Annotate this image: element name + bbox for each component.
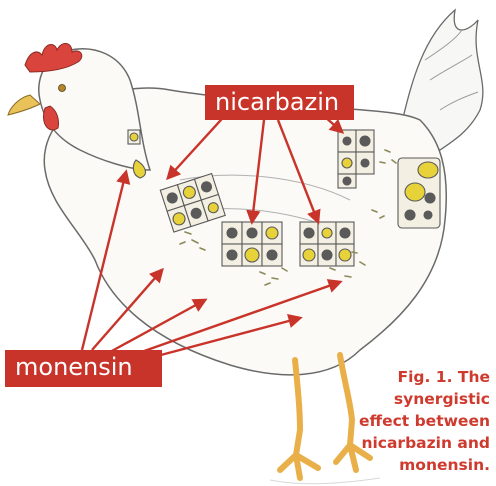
caption-line: effect between: [330, 410, 490, 432]
caption-line: Fig. 1. The: [330, 366, 490, 388]
nicarbazin-label: nicarbazin: [205, 85, 354, 120]
caption-line: nicarbazin and: [330, 432, 490, 454]
monensin-label: monensin: [5, 350, 162, 387]
caption-line: synergistic: [330, 388, 490, 410]
caption-line: monensin.: [330, 454, 490, 476]
figure-caption: Fig. 1. The synergistic effect between n…: [330, 366, 490, 476]
